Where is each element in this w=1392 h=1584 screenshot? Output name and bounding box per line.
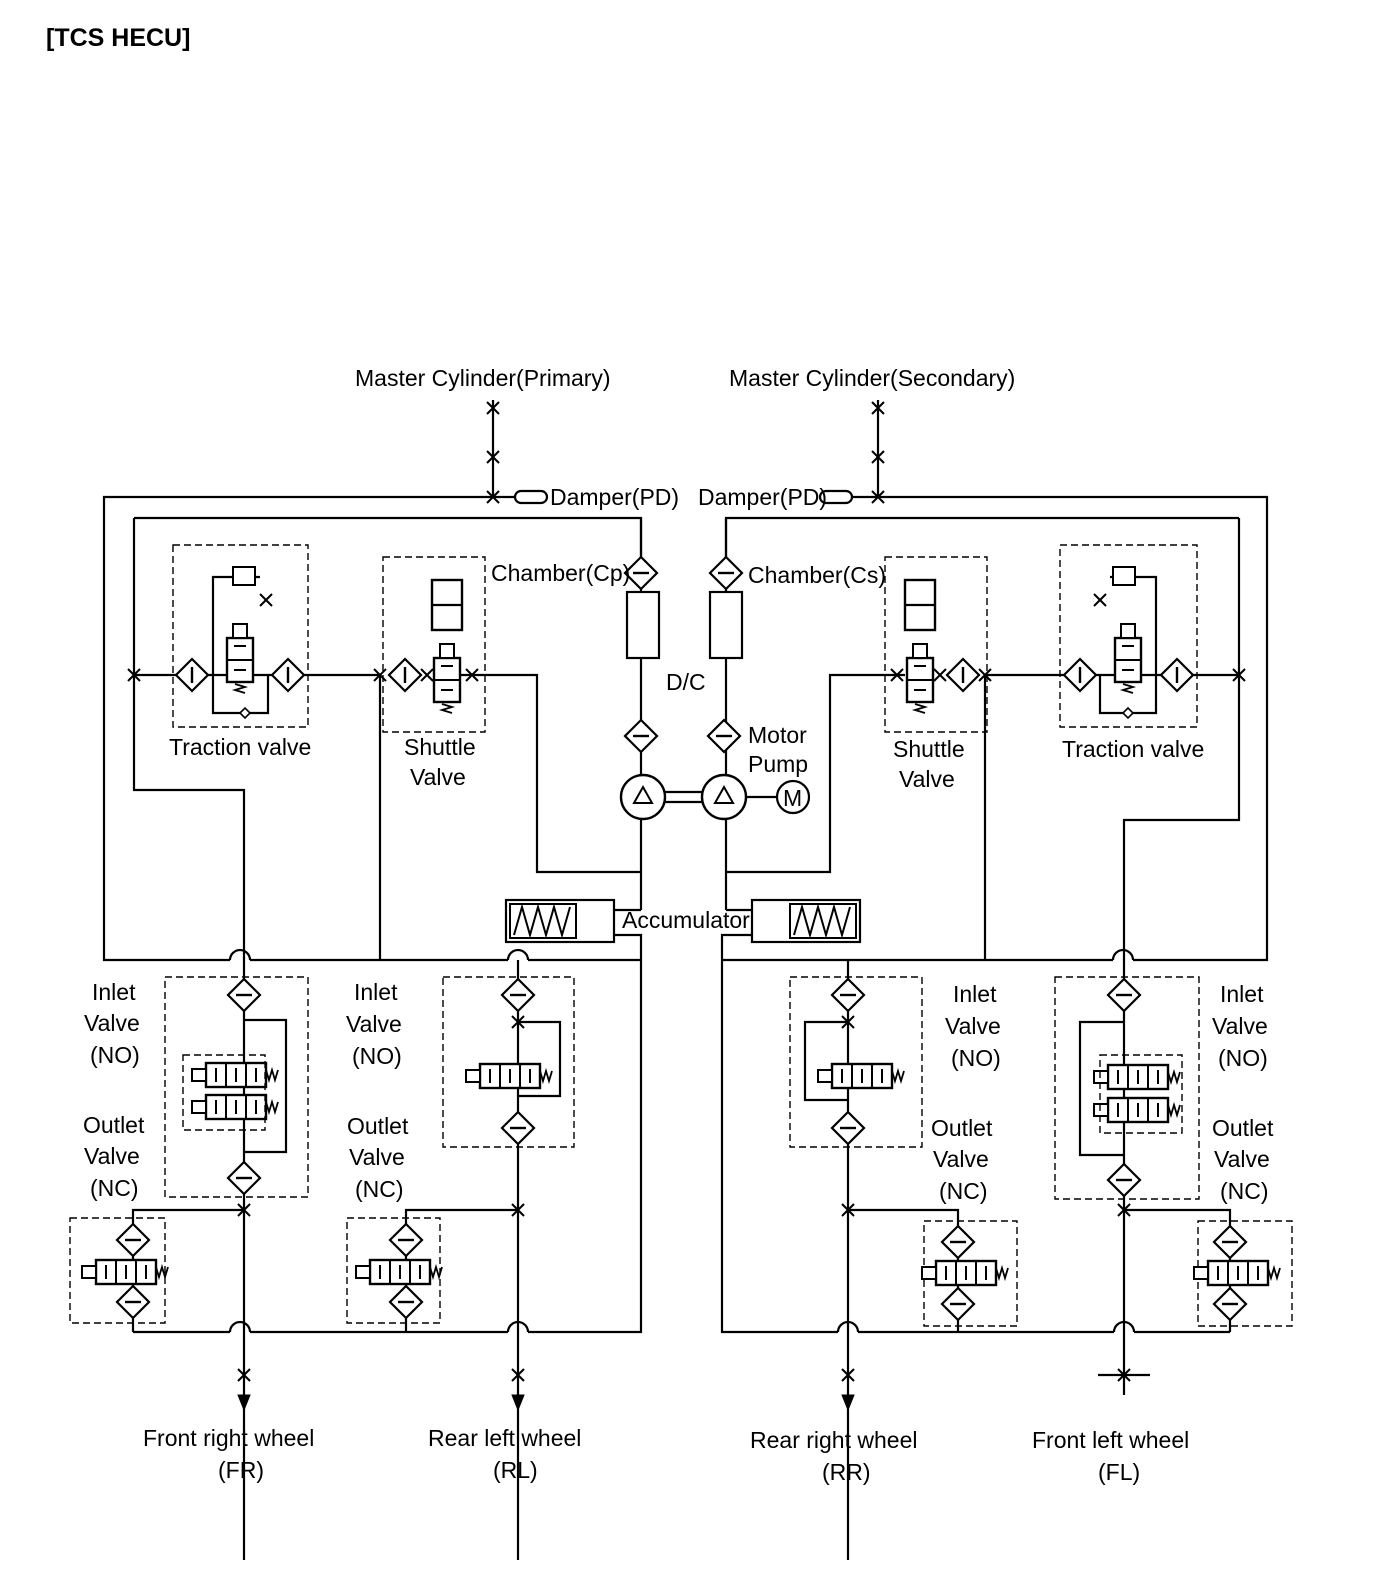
wheel-label-rl: Rear left wheel (RL): [428, 1425, 581, 1483]
outlet-label-fl: Outlet Valve (NC): [1212, 1115, 1274, 1204]
master-cylinder-primary-label: Master Cylinder(Primary): [355, 365, 611, 391]
svg-text:(NC): (NC): [90, 1175, 139, 1201]
chamber-right: [708, 518, 744, 910]
damper-left: [493, 489, 549, 505]
outer-circuit-lines: [102, 495, 1269, 1560]
outlet-label-rl: Outlet Valve (NC): [347, 1113, 409, 1202]
svg-text:Rear right wheel: Rear right wheel: [750, 1427, 917, 1453]
shuttle-valve-left: [382, 556, 486, 733]
svg-text:(FR): (FR): [218, 1457, 264, 1483]
diagram-title: [TCS HECU]: [46, 24, 190, 52]
inlet-label-fl: Inlet Valve (NO): [1212, 981, 1268, 1071]
outlet-label-rr: Outlet Valve (NC): [931, 1115, 993, 1204]
svg-text:Front left wheel: Front left wheel: [1032, 1427, 1189, 1453]
shuttle-valve-left-label-1: Shuttle: [404, 734, 476, 760]
accumulator-right: [726, 898, 862, 944]
svg-text:Rear left wheel: Rear left wheel: [428, 1425, 581, 1451]
wheel-label-fl: Front left wheel (FL): [1032, 1427, 1189, 1485]
traction-valve-right: [1059, 544, 1198, 728]
channel-fr: [69, 976, 309, 1412]
motor-pump: [619, 718, 811, 821]
damper-left-label: Damper(PD): [550, 484, 679, 510]
traction-valve-left-label: Traction valve: [169, 734, 311, 760]
chamber-right-label: Chamber(Cs): [748, 562, 886, 588]
svg-text:Inlet: Inlet: [92, 979, 136, 1005]
channel-rr: [789, 960, 1018, 1560]
accumulator-label: Accumulator: [622, 907, 750, 933]
svg-text:Valve: Valve: [84, 1010, 140, 1036]
svg-text:(NC): (NC): [1220, 1178, 1269, 1204]
svg-text:Outlet: Outlet: [931, 1115, 993, 1141]
svg-text:(RL): (RL): [493, 1457, 538, 1483]
svg-text:(NO): (NO): [90, 1042, 140, 1068]
motor-pump-label-2: Pump: [748, 751, 808, 777]
wheel-label-fr: Front right wheel (FR): [143, 1425, 314, 1483]
svg-text:Valve: Valve: [1214, 1146, 1270, 1172]
svg-text:Outlet: Outlet: [1212, 1115, 1274, 1141]
chamber-left-label: Chamber(Cp): [491, 560, 630, 586]
inlet-label-rr: Inlet Valve (NO): [945, 981, 1001, 1071]
traction-valve-left: [172, 544, 309, 728]
return-lines: [133, 933, 1230, 1334]
svg-text:(NO): (NO): [951, 1045, 1001, 1071]
svg-text:Outlet: Outlet: [347, 1113, 409, 1139]
svg-text:Front right wheel: Front right wheel: [143, 1425, 314, 1451]
svg-text:Valve: Valve: [346, 1011, 402, 1037]
svg-text:(NO): (NO): [352, 1043, 402, 1069]
dc-label: D/C: [666, 669, 706, 695]
shuttle-valve-right: [884, 556, 988, 733]
master-cylinder-secondary-label: Master Cylinder(Secondary): [729, 365, 1015, 391]
motor-pump-label-1: Motor: [748, 722, 807, 748]
master-cylinder-lines: [486, 400, 885, 504]
svg-text:(FL): (FL): [1098, 1459, 1140, 1485]
motor-symbol: M: [783, 785, 802, 811]
svg-text:Valve: Valve: [349, 1144, 405, 1170]
svg-text:Inlet: Inlet: [1220, 981, 1264, 1007]
traction-valve-right-label: Traction valve: [1062, 736, 1204, 762]
channel-fl: [1054, 976, 1293, 1382]
svg-text:Inlet: Inlet: [354, 979, 398, 1005]
damper-right: [818, 489, 878, 505]
svg-text:Valve: Valve: [84, 1143, 140, 1169]
accumulator-left: [504, 898, 641, 944]
inlet-label-rl: Inlet Valve (NO): [346, 979, 402, 1069]
outlet-label-fr: Outlet Valve (NC): [83, 1112, 145, 1201]
shuttle-valve-right-label-1: Shuttle: [893, 736, 965, 762]
svg-text:Valve: Valve: [933, 1146, 989, 1172]
svg-text:(RR): (RR): [822, 1459, 871, 1485]
svg-text:(NC): (NC): [355, 1176, 404, 1202]
inlet-label-fr: Inlet Valve (NO): [84, 979, 140, 1068]
chamber-left: [623, 518, 661, 910]
shuttle-valve-left-label-2: Valve: [410, 764, 466, 790]
svg-text:(NC): (NC): [939, 1178, 988, 1204]
svg-text:Valve: Valve: [1212, 1013, 1268, 1039]
svg-text:(NO): (NO): [1218, 1045, 1268, 1071]
svg-text:Inlet: Inlet: [953, 981, 997, 1007]
channel-rl: [346, 960, 575, 1560]
shuttle-valve-right-label-2: Valve: [899, 766, 955, 792]
wheel-label-rr: Rear right wheel (RR): [750, 1427, 917, 1485]
svg-text:Outlet: Outlet: [83, 1112, 145, 1138]
svg-text:Valve: Valve: [945, 1013, 1001, 1039]
damper-right-label: Damper(PD): [698, 484, 827, 510]
